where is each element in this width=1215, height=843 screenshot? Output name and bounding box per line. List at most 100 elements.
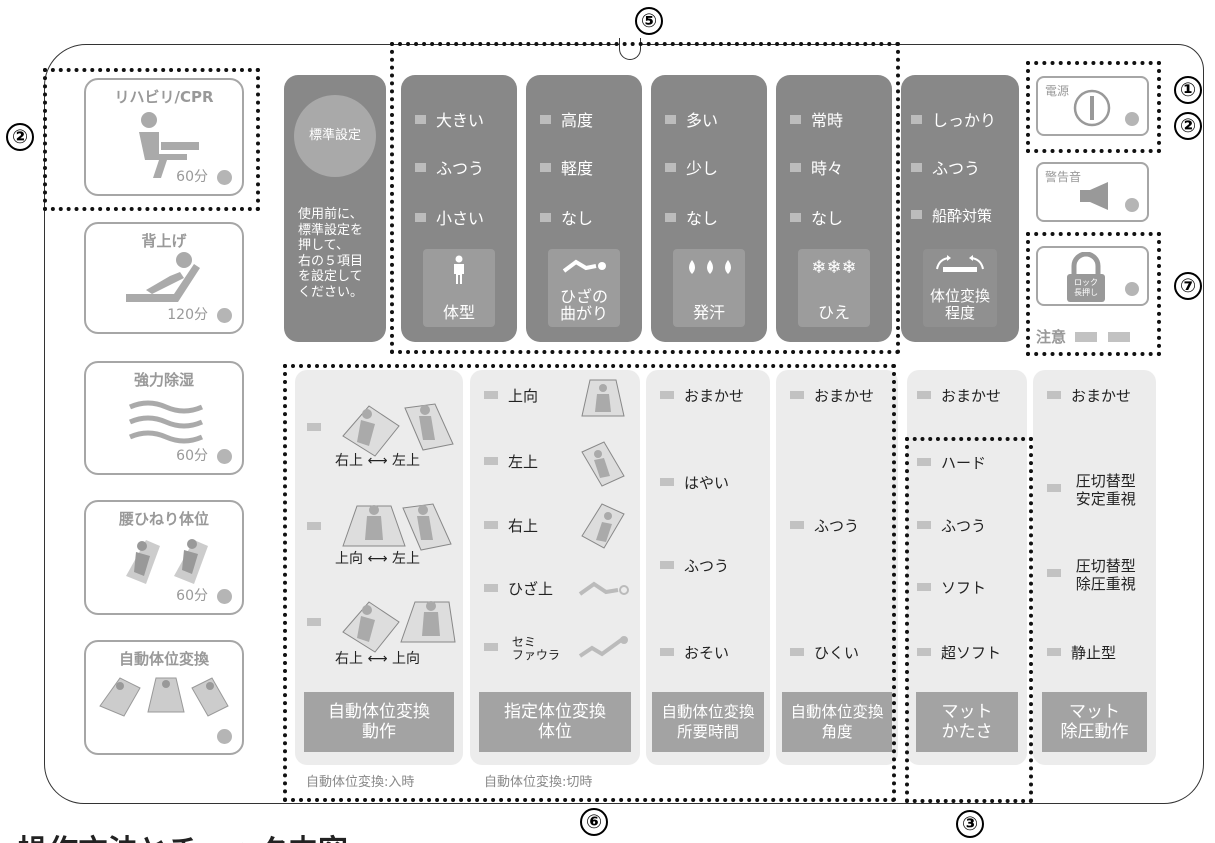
highlight-box-rehab [43, 68, 260, 211]
option-much[interactable]: 多い [665, 107, 718, 131]
auto-turn-button[interactable]: 自動体位変換 [84, 640, 244, 755]
semi-line: セミ [511, 635, 536, 649]
right-up-icon [581, 503, 625, 549]
mat-pressure-button[interactable]: マット 除圧動作 [1042, 692, 1147, 752]
standard-settings-button[interactable]: 標準設定 [294, 95, 376, 177]
knee-bend-category[interactable]: ひざの 曲がり [548, 249, 620, 327]
mode-title: 背上げ [141, 232, 187, 250]
left-up-icon [581, 441, 625, 487]
category-label: 体位変換 程度 [923, 288, 997, 322]
option-normal[interactable]: ふつう [917, 517, 986, 535]
body-type-column: 大きい ふつう 小さい 体型 [401, 75, 517, 342]
option-semi-fowler[interactable]: セミ ファウラ [484, 636, 560, 662]
option-low[interactable]: ひくい [790, 644, 859, 662]
footer-line: 自動体位変換 [661, 703, 755, 721]
footer-line: 指定体位変換 [504, 702, 606, 722]
option-right-up[interactable]: 右上 [484, 517, 538, 535]
alarm-button[interactable]: 警告音 [1036, 162, 1149, 222]
option-normal[interactable]: ふつう [660, 557, 729, 575]
option-static[interactable]: 静止型 [1047, 644, 1116, 662]
option-auto[interactable]: おまかせ [790, 387, 874, 405]
mode-time: 60分 [176, 169, 208, 185]
semi-line: ファウラ [511, 648, 560, 662]
mode-indicator [217, 308, 232, 323]
option-slow[interactable]: おそい [660, 644, 729, 662]
option-supine[interactable]: 上向 [484, 387, 538, 405]
waist-twist-button[interactable]: 腰ひねり体位 60分 [84, 500, 244, 615]
category-label: ひえ [817, 303, 850, 322]
auto-turn-angle-column: おまかせ ふつう ひくい 自動体位変換 角度 [776, 370, 898, 765]
option-high[interactable]: 高度 [540, 107, 593, 131]
option-sometimes[interactable]: 時々 [790, 155, 843, 179]
option-light[interactable]: 軽度 [540, 155, 593, 179]
option-normal[interactable]: ふつう [911, 155, 980, 179]
lock-icon [1067, 252, 1105, 302]
option-pressure-stable[interactable]: 圧切替型 安定重視 [1047, 472, 1136, 508]
highlight-box-mat-firmness [905, 437, 1033, 803]
category-label-line: 体位変換 [929, 287, 990, 305]
lock-text-line: ロック [1074, 278, 1098, 287]
option-knee-up[interactable]: ひざ上 [484, 580, 553, 598]
auto-turn-on-note: 自動体位変換:入時 [306, 775, 415, 790]
option-seasick[interactable]: 船酔対策 [911, 205, 992, 226]
option-soft[interactable]: ソフト [917, 579, 986, 597]
designated-position-column: 上向 左上 右上 ひざ上 セミ ファウラ 指定体位変換 体位 [470, 370, 640, 765]
back-raise-button[interactable]: 背上げ 120分 [84, 222, 244, 334]
option-always[interactable]: 常時 [790, 107, 843, 131]
option-auto[interactable]: おまかせ [917, 387, 1001, 405]
option-super-soft[interactable]: 超ソフト [917, 644, 1001, 662]
designated-position-button[interactable]: 指定体位変換 体位 [479, 692, 631, 752]
option-left-up[interactable]: 左上 [484, 453, 538, 471]
speaker-icon [1080, 182, 1108, 210]
option-none[interactable]: なし [665, 205, 718, 229]
alarm-label: 警告音 [1045, 170, 1082, 184]
category-label: 体型 [442, 303, 475, 322]
auto-turn-action-button[interactable]: 自動体位変換 動作 [304, 692, 454, 752]
mat-firmness-column: おまかせ ハード ふつう ソフト 超ソフト マット かたさ [907, 370, 1027, 765]
instruction-line: 標準設定を [298, 222, 364, 238]
waist-twist-icon [126, 539, 208, 584]
callout-2-right: ② [1174, 112, 1202, 140]
auto-turn-time-column: おまかせ はやい ふつう おそい 自動体位変換 所要時間 [646, 370, 770, 765]
pair-caption: 右上 ⟷ 上向 [335, 651, 420, 667]
turn-degree-category[interactable]: 体位変換 程度 [923, 249, 997, 327]
option-hard[interactable]: ハード [917, 454, 986, 472]
dehumidify-button[interactable]: 強力除湿 60分 [84, 361, 244, 475]
category-label-line: 曲がり [559, 304, 608, 323]
auto-turn-angle-button[interactable]: 自動体位変換 角度 [782, 692, 892, 752]
option-auto[interactable]: おまかせ [1047, 387, 1131, 405]
turn-pair-icon [342, 601, 456, 653]
option-normal[interactable]: ふつう [790, 517, 859, 535]
option-none[interactable]: なし [790, 205, 843, 229]
auto-turn-time-button[interactable]: 自動体位変換 所要時間 [652, 692, 764, 752]
option-fast[interactable]: はやい [660, 474, 729, 492]
body-type-category[interactable]: 体型 [423, 249, 495, 327]
option-little[interactable]: 少し [665, 155, 718, 179]
footer-line: 動作 [362, 722, 396, 742]
standard-instructions: 使用前に、 標準設定を 押して、 右の５項目 を設定して ください。 [298, 207, 363, 300]
sweat-category[interactable]: 発汗 [673, 249, 745, 327]
footer-line: かたさ [941, 722, 993, 742]
lock-button[interactable]: ロック 長押し [1036, 246, 1149, 306]
turn-pair-icon [342, 403, 454, 457]
power-button[interactable]: 電源 [1036, 76, 1149, 136]
callout-3: ③ [956, 810, 984, 838]
pair-to: 上向 [391, 651, 420, 667]
lock-indicator [1125, 282, 1139, 296]
option-auto[interactable]: おまかせ [660, 387, 744, 405]
option-large[interactable]: 大きい [415, 107, 484, 131]
mat-firmness-button[interactable]: マット かたさ [916, 692, 1018, 752]
turn-pair-icon [342, 503, 452, 551]
auto-turn-icon [99, 677, 229, 717]
option-pressure-relief[interactable]: 圧切替型 除圧重視 [1047, 557, 1136, 593]
option-none[interactable]: なし [540, 205, 593, 229]
option-small[interactable]: 小さい [415, 205, 484, 229]
option-firm[interactable]: しっかり [911, 107, 996, 131]
pair-indicator [307, 618, 321, 626]
rehab-cpr-button[interactable]: リハビリ/CPR 60分 [84, 78, 244, 196]
option-normal[interactable]: ふつう [415, 155, 484, 179]
sitting-person-icon [139, 112, 199, 178]
snowflake-icon: ❄❄❄ [811, 257, 857, 278]
mode-indicator [217, 449, 232, 464]
chill-category[interactable]: ❄❄❄ ひえ [798, 249, 870, 327]
